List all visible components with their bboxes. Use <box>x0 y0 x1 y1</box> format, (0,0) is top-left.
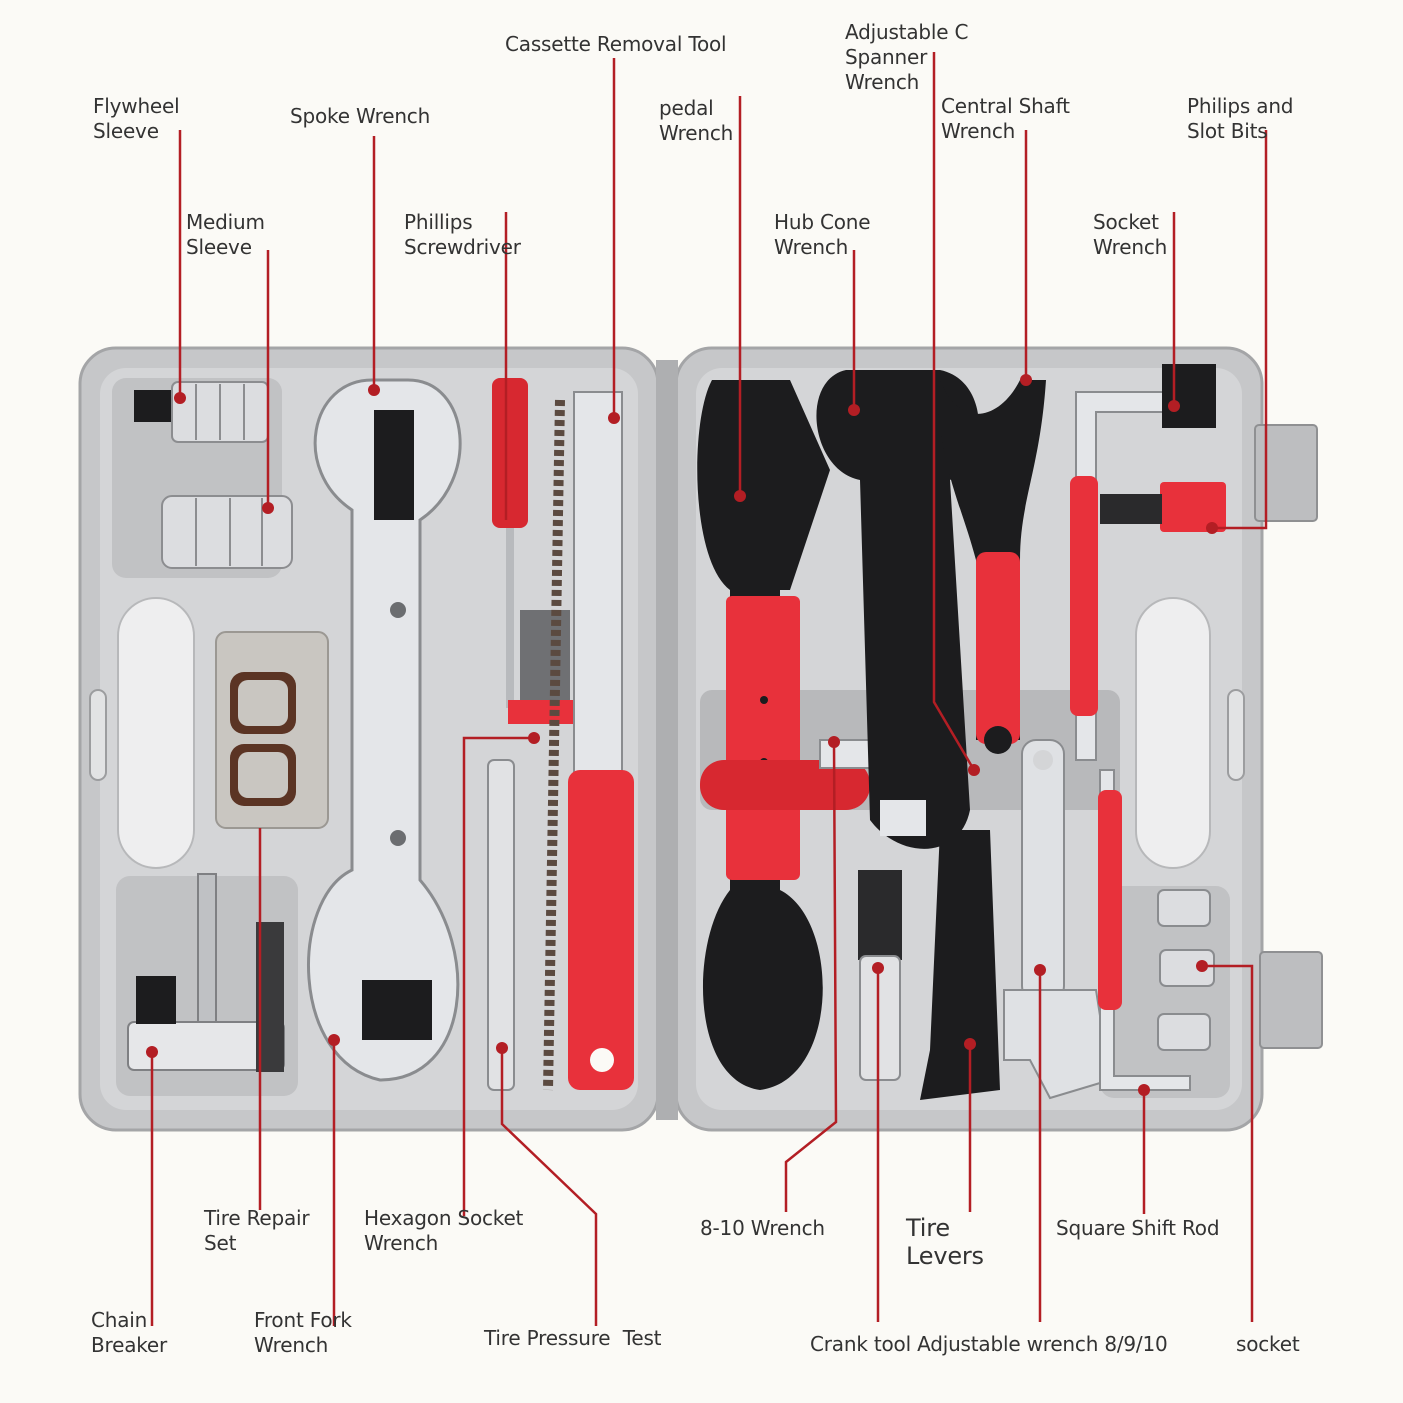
cassette-removal-tool <box>543 391 634 1091</box>
label-square-shift-rod: Square Shift Rod <box>1056 1216 1220 1240</box>
case-slot-right <box>1227 689 1245 781</box>
label-8-10-wrench: 8-10 Wrench <box>700 1216 825 1240</box>
label-socket: socket <box>1236 1332 1300 1356</box>
leader-tire-pressure-test <box>500 1048 598 1326</box>
label-cassette-removal-tool: Cassette Removal Tool <box>505 32 727 56</box>
recess-right <box>1135 597 1211 869</box>
crank-tool-tool <box>858 870 902 1081</box>
socket-wrench-tool <box>1070 364 1216 761</box>
label-crank-tool-adjustable-wrench: Crank tool Adjustable wrench 8/9/10 <box>810 1332 1168 1356</box>
medium-sleeve-tool <box>161 495 293 569</box>
label-socket-wrench: Socket Wrench <box>1093 210 1168 259</box>
double-end-wrench-tool <box>307 378 462 1082</box>
label-tire-levers: Tire Levers <box>906 1214 984 1270</box>
label-pedal-wrench: pedal Wrench <box>659 96 734 145</box>
label-tire-pressure-test: Tire Pressure Test <box>484 1326 662 1350</box>
label-spoke-wrench: Spoke Wrench <box>290 104 431 128</box>
label-hub-cone-wrench: Hub Cone Wrench <box>774 210 871 259</box>
label-adjustable-c-spanner-wrench: Adjustable C Spanner Wrench <box>845 20 969 94</box>
label-philips-slot-bits: Philips and Slot Bits <box>1187 94 1294 143</box>
label-phillips-screwdriver: Phillips Screwdriver <box>404 210 521 259</box>
phillips-screwdriver-tool <box>492 378 528 708</box>
tire-repair-set-tool <box>215 631 329 829</box>
tire-levers-tool <box>920 830 1000 1100</box>
hexagon-socket-wrench-tool <box>508 610 578 724</box>
label-central-shaft-wrench: Central Shaft Wrench <box>941 94 1070 143</box>
leader-philips-slot-bits <box>1212 130 1268 530</box>
label-hexagon-socket-wrench: Hexagon Socket Wrench <box>364 1206 524 1255</box>
leader-dots <box>146 374 1218 1096</box>
case-slot-left <box>89 689 107 781</box>
adjustable-wrench-tool <box>1003 739 1112 1100</box>
recess-left <box>117 597 195 869</box>
hub-cone-wrench-tool <box>816 370 979 849</box>
central-shaft-wrench-tool <box>936 380 1046 754</box>
label-chain-breaker: Chain Breaker <box>91 1308 168 1357</box>
case-hinge <box>656 360 678 1120</box>
case-latch-bottom <box>1259 951 1323 1049</box>
wrench-8-10-tool <box>700 739 871 810</box>
sockets-tool <box>1157 889 1215 1051</box>
square-shift-rod-tool <box>1098 769 1191 1091</box>
label-tire-repair-set: Tire Repair Set <box>204 1206 310 1255</box>
right-tools <box>697 364 1226 1100</box>
left-tools <box>127 378 634 1091</box>
leader-wrench-8-10 <box>784 741 838 1212</box>
leader-adjustable-c-spanner <box>932 52 976 771</box>
leader-socket <box>1202 964 1254 1322</box>
leader-hexagon-socket-wrench <box>462 736 534 1216</box>
label-medium-sleeve: Medium Sleeve <box>186 210 265 259</box>
philips-slot-bits-tool <box>1100 482 1226 532</box>
label-front-fork-wrench: Front Fork Wrench <box>254 1308 352 1357</box>
tire-pressure-test-tool <box>487 759 515 1091</box>
leader-lines <box>150 52 1268 1326</box>
case-latch-top <box>1254 424 1318 522</box>
label-flywheel-sleeve: Flywheel Sleeve <box>93 94 180 143</box>
